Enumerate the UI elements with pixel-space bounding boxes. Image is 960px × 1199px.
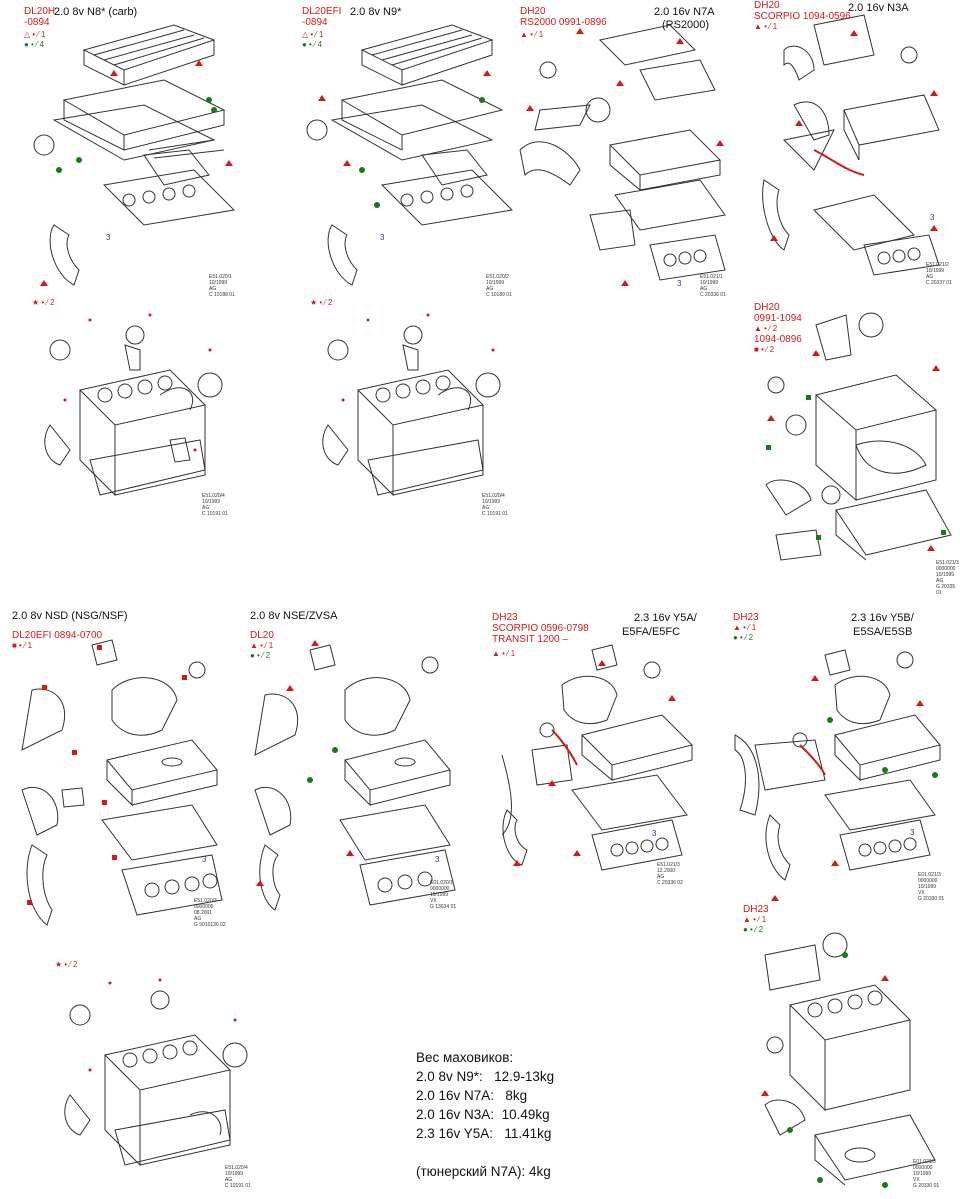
- legend: ▲ • ⁄ 1 ● • ⁄ 2: [743, 915, 767, 934]
- engine-head-diagram-nse: 3: [254, 640, 456, 911]
- panel-n8-carb: DL20H -0894 2.0 8v N8* (carb) △ • ⁄ 1 ● …: [24, 6, 264, 301]
- panel-n9: DL20EFI -0894 2.0 8v N9* △ • ⁄ 1 ● • ⁄ 4…: [302, 6, 542, 301]
- legend: ■ • ⁄ 1: [12, 641, 33, 650]
- panel-dh20-block: DH20 0991-1094 ▲ • ⁄ 2 1094-0896 ■ • ⁄ 2…: [754, 302, 959, 597]
- engine-head-diagram-y5a: 3: [501, 644, 693, 871]
- engine-title: 2.0 16v N3A: [848, 2, 909, 14]
- legend: ▲ • ⁄ 1: [520, 30, 544, 39]
- legend: ▲ • ⁄ 1 ● • ⁄ 2: [733, 623, 757, 642]
- engine-code-2: 1094-0896: [754, 334, 802, 345]
- callout-number: 3: [652, 829, 657, 838]
- engine-code: DH23: [743, 904, 769, 915]
- engine-code: DH23: [733, 612, 759, 623]
- engine-block-diagram-a: [44, 313, 223, 497]
- engine-head-diagram-n8: 3: [33, 24, 236, 286]
- weight-row: 2.0 8v N9*: 12.9-13kg: [416, 1069, 555, 1084]
- legend: ▲ • ⁄ 1: [754, 22, 778, 31]
- engine-subtitle: E5SA/E5SB: [853, 626, 913, 638]
- engine-head-diagram-n9: 3: [306, 24, 514, 286]
- legend: ▲ • ⁄ 1: [492, 649, 516, 658]
- engine-code: DL20: [250, 630, 274, 641]
- callout-number: 3: [202, 855, 207, 864]
- engine-code: DH20 0991-1094: [754, 302, 802, 324]
- engine-title: 2.0 8v NSE/ZVSA: [250, 610, 338, 622]
- engine-code: DL20H -0894: [24, 6, 56, 28]
- callout-number: 3: [930, 213, 935, 222]
- engine-code: DL20EFI -0894: [302, 6, 342, 28]
- flywheel-weights: Вес маховиков: 2.0 8v N9*: 12.9-13kg 2.0…: [416, 1048, 554, 1181]
- weight-row: 2.0 16v N7A: 8kg: [416, 1088, 528, 1103]
- legend: ★ • ⁄ 2: [55, 960, 78, 969]
- engine-block-diagram-c: [64, 978, 248, 1167]
- engine-code: DH20 SCORPIO 1094-0596: [754, 0, 851, 22]
- engine-title: 2.0 8v N9*: [350, 6, 402, 18]
- callout-number: 3: [106, 233, 111, 242]
- engine-head-diagram-nsd: 3: [21, 639, 223, 926]
- panel-n7a: DH20 RS2000 0991-0896 2.0 16v N7A (RS200…: [520, 6, 740, 298]
- panel-y5b: DH23 ▲ • ⁄ 1 ● • ⁄ 2 2.3 16v Y5B/ E5SA/E…: [733, 612, 958, 912]
- callout-number: 3: [910, 828, 915, 837]
- engine-title: 2.3 16v Y5A/: [634, 612, 697, 624]
- panel-y5a: DH23 SCORPIO 0596-0798 TRANSIT 1200 – 2.…: [492, 612, 717, 912]
- engine-head-diagram-n7a: 3: [519, 24, 726, 288]
- engine-title: 2.3 16v Y5B/: [851, 612, 914, 624]
- legend: △ • ⁄ 1 ● • ⁄ 4: [24, 30, 46, 49]
- engine-title: 2.0 8v N8* (carb): [54, 6, 138, 18]
- engine-head-diagram-y5b: 3: [734, 649, 941, 901]
- engine-subtitle: E5FA/E5FC: [622, 626, 681, 638]
- legend: △ • ⁄ 1 ● • ⁄ 4: [302, 30, 324, 49]
- tuner-note: (тюнерский N7A): 4kg: [416, 1164, 551, 1179]
- panel-nsd: 2.0 8v NSD (NSG/NSF) DL20EFI 0894-0700 ■…: [12, 610, 237, 935]
- weights-heading: Вес маховиков:: [416, 1050, 514, 1065]
- engine-title: 2.0 16v N7A: [654, 6, 715, 18]
- callout-number: 3: [435, 855, 440, 864]
- engine-code: DL20EFI 0894-0700: [12, 630, 103, 641]
- callout-number: 3: [380, 233, 385, 242]
- engine-title: 2.0 8v NSD (NSG/NSF): [12, 610, 128, 622]
- engine-code: DH23 SCORPIO 0596-0798 TRANSIT 1200 –: [492, 612, 589, 645]
- engine-block-diagram-dh20: [765, 312, 952, 561]
- weight-row: 2.0 16v N3A: 10.49kg: [416, 1107, 550, 1122]
- engine-code: DH20 RS2000 0991-0896: [520, 6, 607, 28]
- legend: ▲ • ⁄ 2: [754, 324, 778, 333]
- engine-subtitle: (RS2000): [662, 19, 710, 31]
- legend: ★ • ⁄ 2: [32, 298, 55, 307]
- panel-nse: 2.0 8v NSE/ZVSA DL20 ▲ • ⁄ 1 ● • ⁄ 2 E01…: [250, 610, 470, 935]
- legend: ★ • ⁄ 2: [310, 298, 333, 307]
- engine-head-diagram-n3a: 3: [762, 14, 940, 276]
- legend-2: ■ • ⁄ 2: [754, 345, 775, 354]
- weight-row: 2.3 16v Y5A: 11.41kg: [416, 1126, 552, 1141]
- callout-number: 3: [677, 279, 682, 288]
- legend: ▲ • ⁄ 1 ● • ⁄ 2: [250, 641, 274, 660]
- engine-block-diagram-b: [322, 313, 501, 497]
- engine-block-diagram-dh23: [761, 932, 936, 1188]
